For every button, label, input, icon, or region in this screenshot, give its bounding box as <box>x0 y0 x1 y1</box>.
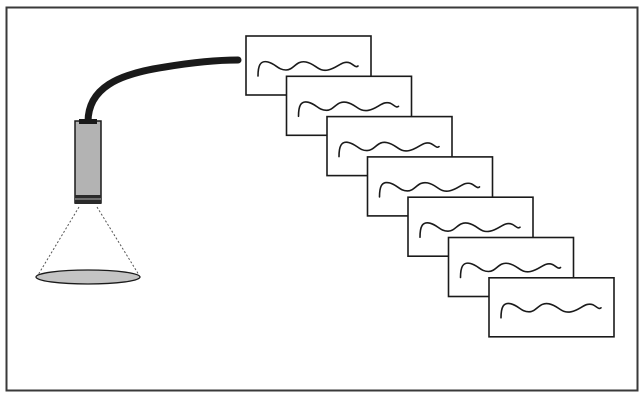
figure-border <box>5 6 639 392</box>
waveform-line <box>297 101 400 118</box>
waveform-frame-icon <box>488 276 615 338</box>
waveform-line <box>378 181 481 198</box>
camera-sensor-icon <box>74 119 102 204</box>
target-surface-icon <box>35 269 141 285</box>
waveform-line <box>419 222 521 238</box>
waveform-line <box>257 60 359 77</box>
waveform-line <box>459 262 562 279</box>
waveform-line <box>500 302 602 319</box>
waveform-line <box>338 141 440 158</box>
frame-stack <box>245 35 615 338</box>
cable-icon <box>84 56 242 126</box>
field-of-view-icon <box>37 206 140 276</box>
